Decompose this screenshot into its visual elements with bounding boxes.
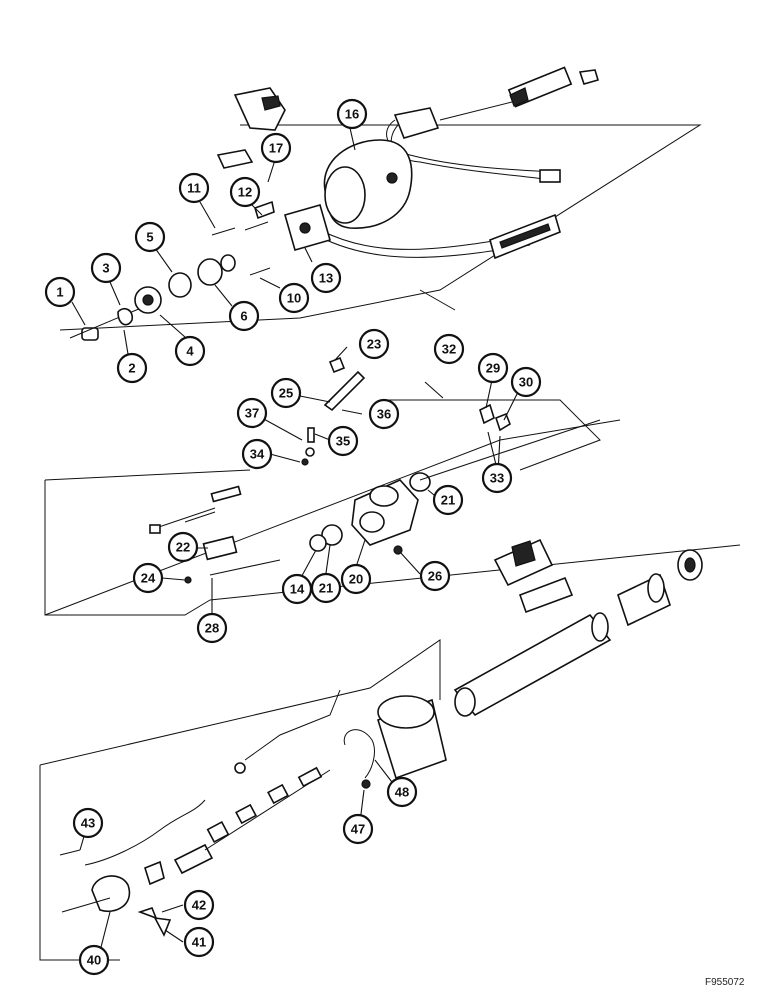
callout-12: 12 [229, 176, 261, 208]
callout-2: 2 [116, 352, 148, 384]
callout-26: 26 [419, 560, 451, 592]
callout-21-right: 21 [432, 484, 464, 516]
svg-text:4: 4 [186, 344, 194, 359]
svg-text:13: 13 [319, 271, 333, 286]
callout-33: 33 [481, 462, 513, 494]
callout-28: 28 [196, 612, 228, 644]
callout-20: 20 [340, 563, 372, 595]
svg-text:17: 17 [269, 141, 283, 156]
svg-text:10: 10 [287, 291, 301, 306]
callout-6: 6 [228, 300, 260, 332]
callout-40: 40 [78, 944, 110, 976]
svg-text:24: 24 [141, 571, 156, 586]
svg-text:34: 34 [250, 447, 265, 462]
callout-41: 41 [183, 926, 215, 958]
callout-42: 42 [183, 889, 215, 921]
callout-1: 1 [44, 276, 76, 308]
callout-37: 37 [236, 397, 268, 429]
callout-3: 3 [90, 252, 122, 284]
svg-text:12: 12 [238, 185, 252, 200]
callout-13: 13 [310, 262, 342, 294]
lower-shaft-group [59, 766, 331, 937]
callout-47: 47 [342, 813, 374, 845]
callout-32: 32 [433, 333, 465, 365]
callout-14: 14 [281, 573, 313, 605]
callout-30: 30 [510, 366, 542, 398]
callout-36: 36 [368, 398, 400, 430]
svg-text:16: 16 [345, 107, 359, 122]
svg-text:28: 28 [205, 621, 219, 636]
svg-text:1: 1 [56, 285, 63, 300]
svg-text:48: 48 [395, 785, 409, 800]
svg-text:25: 25 [279, 386, 293, 401]
svg-text:32: 32 [442, 342, 456, 357]
callout-29: 29 [477, 352, 509, 384]
callout-21-left: 21 [310, 572, 342, 604]
svg-text:29: 29 [486, 361, 500, 376]
callout-23: 23 [358, 328, 390, 360]
svg-text:14: 14 [290, 582, 305, 597]
svg-text:21: 21 [441, 493, 455, 508]
svg-text:6: 6 [240, 309, 247, 324]
callout-48: 48 [386, 776, 418, 808]
callout-10: 10 [278, 282, 310, 314]
figure-code: F955072 [705, 977, 745, 988]
svg-text:11: 11 [187, 181, 201, 196]
svg-text:26: 26 [428, 569, 442, 584]
callout-17: 17 [260, 132, 292, 164]
callout-5: 5 [134, 221, 166, 253]
svg-text:2: 2 [128, 361, 135, 376]
callout-43: 43 [72, 807, 104, 839]
svg-text:5: 5 [146, 230, 153, 245]
jacket-group [234, 538, 703, 789]
callout-16: 16 [336, 98, 368, 130]
svg-text:36: 36 [377, 407, 391, 422]
svg-text:30: 30 [519, 375, 533, 390]
callout-4: 4 [174, 335, 206, 367]
leader-lines [71, 127, 519, 956]
callout-24: 24 [132, 562, 164, 594]
callout-11: 11 [178, 172, 210, 204]
svg-text:33: 33 [490, 471, 504, 486]
svg-text:42: 42 [192, 898, 206, 913]
svg-text:22: 22 [176, 540, 190, 555]
svg-text:40: 40 [87, 953, 101, 968]
svg-text:41: 41 [192, 935, 206, 950]
svg-text:21: 21 [319, 581, 333, 596]
callout-22: 22 [167, 531, 199, 563]
svg-text:3: 3 [102, 261, 109, 276]
callout-35: 35 [327, 425, 359, 457]
svg-text:37: 37 [245, 406, 259, 421]
housing-group [149, 356, 601, 584]
lock-cylinder-group [69, 66, 599, 341]
svg-text:35: 35 [336, 434, 350, 449]
svg-text:43: 43 [81, 816, 95, 831]
svg-text:20: 20 [349, 572, 363, 587]
svg-text:23: 23 [367, 337, 381, 352]
callout-25: 25 [270, 377, 302, 409]
callout-34: 34 [241, 438, 273, 470]
svg-text:47: 47 [351, 822, 365, 837]
